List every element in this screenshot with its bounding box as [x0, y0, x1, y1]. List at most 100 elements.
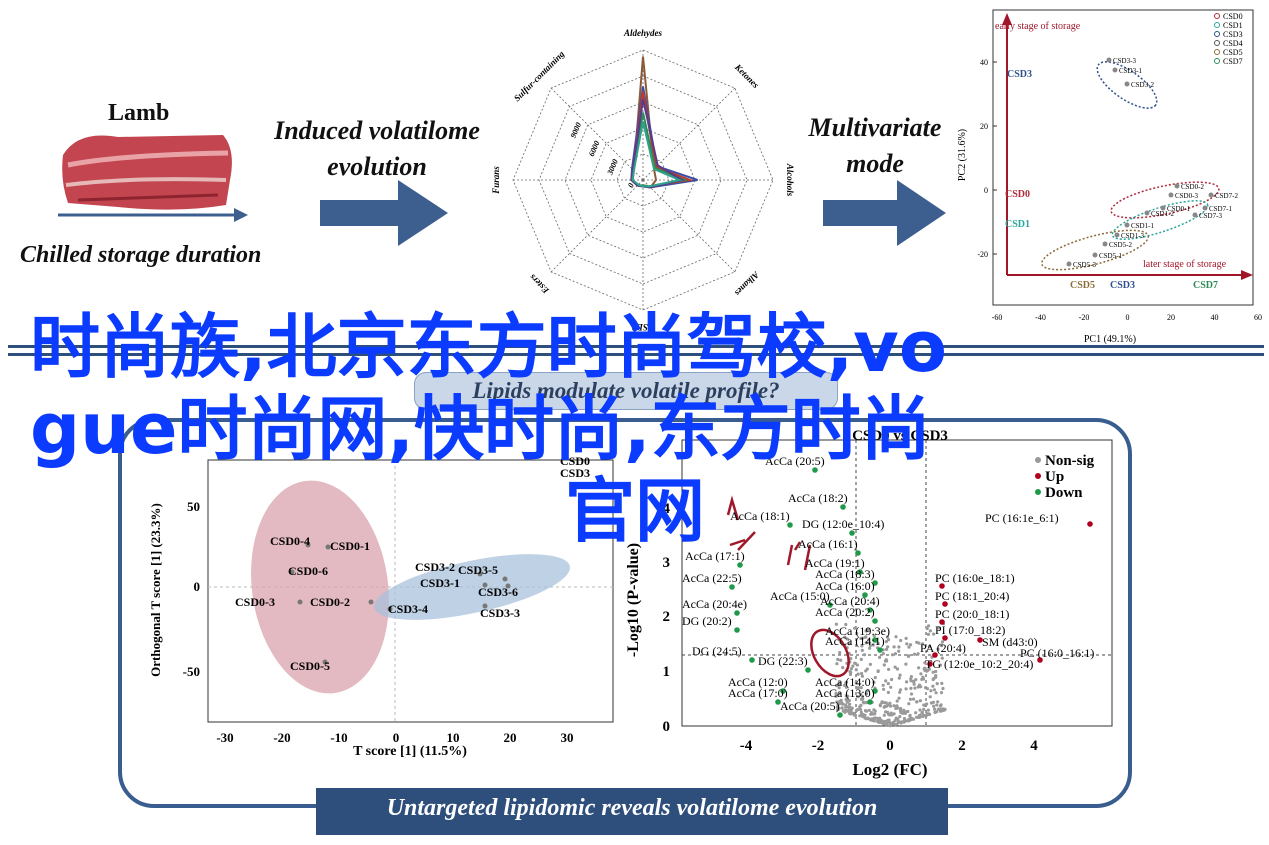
- pca-x-tick: 20: [1167, 313, 1175, 322]
- nonsig-point: [918, 708, 922, 712]
- pca-legend-label: CSD5: [1223, 48, 1243, 57]
- pca-point-label: CSD7-2: [1215, 192, 1238, 200]
- nonsig-point: [910, 717, 914, 721]
- nonsig-point: [834, 694, 838, 698]
- nonsig-point: [899, 706, 903, 711]
- opls-y-ticks: 500-50: [183, 499, 200, 679]
- volcano-x-tick: -2: [812, 738, 825, 754]
- nonsig-point: [864, 692, 868, 696]
- volcano-down-label: AcCa (18:3): [815, 567, 875, 581]
- nonsig-point: [895, 704, 899, 708]
- pca-group-label: CSD5: [1070, 280, 1095, 291]
- nonsig-point: [872, 680, 876, 684]
- nonsig-point: [886, 703, 890, 707]
- volcano-y-tick: 3: [663, 555, 671, 571]
- radar-axis-label: Aldehydes: [623, 28, 662, 38]
- nonsig-point: [920, 710, 924, 714]
- nonsig-point: [936, 647, 940, 651]
- nonsig-point: [909, 677, 913, 681]
- pca-point: [1124, 81, 1130, 87]
- nonsig-point: [892, 704, 896, 708]
- nonsig-point: [864, 669, 868, 673]
- nonsig-point: [882, 713, 886, 717]
- pca-x-tick: 40: [1211, 313, 1219, 322]
- down-point: [780, 688, 786, 694]
- nonsig-point: [859, 697, 863, 701]
- nonsig-point: [868, 646, 872, 650]
- down-point: [867, 699, 873, 705]
- pca-y-tick: -20: [977, 250, 988, 259]
- storage-duration-arrow: [58, 208, 248, 222]
- nonsig-point: [905, 642, 909, 646]
- volcano-down-label: AcCa (12:0): [728, 675, 788, 689]
- volcano-down-label: AcCa (20:4e): [682, 597, 747, 611]
- nonsig-point: [904, 636, 908, 640]
- nonsig-point: [867, 708, 871, 712]
- pca-y-tick: 20: [980, 122, 988, 131]
- volcano-down-label: AcCa (20:5): [780, 699, 840, 713]
- nonsig-point: [927, 645, 932, 649]
- volcano-x-tick: -4: [740, 738, 753, 754]
- opls-point-label: CSD0-5: [290, 659, 330, 673]
- nonsig-point: [922, 707, 926, 711]
- nonsig-point: [913, 686, 917, 690]
- volcano-up-label: TG (12:0e_10:2_20:4): [925, 657, 1033, 671]
- opls-point: [368, 599, 374, 605]
- nonsig-point: [909, 692, 914, 696]
- opls-point: [297, 599, 303, 605]
- separator-bottom: [8, 353, 1264, 356]
- nonsig-point: [837, 681, 841, 685]
- nonsig-point: [896, 720, 900, 724]
- volcano-up-label: PI (17:0_18:2): [935, 623, 1005, 637]
- nonsig-point: [885, 635, 889, 639]
- pca-point-label: CSD5-2: [1109, 241, 1132, 249]
- down-point: [812, 467, 818, 473]
- pca-point: [1092, 252, 1098, 258]
- nonsig-point: [854, 681, 858, 685]
- pca-legend-label: CSD3: [1223, 30, 1243, 39]
- radar-axis-label: CSD0: [632, 322, 655, 332]
- opls-y-tick: 50: [187, 499, 200, 514]
- nonsig-point: [939, 691, 944, 695]
- opls-point: [505, 583, 511, 589]
- overlay-title-line1: 时尚族,北京东方时尚驾校,vo: [30, 306, 947, 388]
- nonsig-point: [856, 708, 860, 712]
- pca-xlabel: PC1 (49.1%): [1084, 334, 1136, 345]
- pca-point-label: CSD1-3: [1121, 232, 1144, 240]
- nonsig-point: [860, 648, 864, 652]
- down-point: [749, 657, 755, 663]
- nonsig-point: [908, 643, 913, 647]
- nonsig-point: [915, 640, 919, 644]
- up-point: [939, 619, 945, 625]
- up-point: [1037, 657, 1043, 663]
- volcano-down-label: AcCa (15:0): [770, 589, 830, 603]
- nonsig-point: [921, 714, 925, 718]
- nonsig-point: [935, 710, 939, 714]
- volcano-down-label: AcCa (22:5): [682, 571, 742, 585]
- volcano-x-tick: 0: [886, 738, 894, 754]
- pca-point-label: CSD3-1: [1119, 67, 1142, 75]
- nonsig-point: [922, 703, 926, 707]
- nonsig-point: [884, 720, 889, 724]
- down-point: [837, 712, 843, 718]
- overlay-title: 时尚族,北京东方时尚驾校,vo gue时尚网,快时尚,东方时尚 官网: [30, 306, 1140, 552]
- nonsig-point: [862, 653, 867, 657]
- opls-x-tick: 30: [561, 730, 574, 745]
- nonsig-point: [882, 663, 886, 667]
- nonsig-point: [869, 712, 873, 716]
- nonsig-point: [939, 643, 943, 647]
- nonsig-point: [844, 697, 848, 702]
- nonsig-point: [895, 667, 900, 671]
- nonsig-point: [909, 686, 913, 690]
- nonsig-point: [925, 687, 929, 691]
- nonsig-point: [907, 702, 911, 706]
- nonsig-point: [861, 700, 865, 704]
- opls-point-label: CSD3-6: [478, 585, 518, 599]
- nonsig-point: [872, 719, 876, 723]
- nonsig-point: [940, 656, 944, 660]
- induced-volatilome-label: Induced volatilome evolution: [274, 116, 480, 181]
- nonsig-point: [897, 649, 901, 653]
- nonsig-point: [864, 700, 868, 705]
- nonsig-point: [859, 636, 863, 641]
